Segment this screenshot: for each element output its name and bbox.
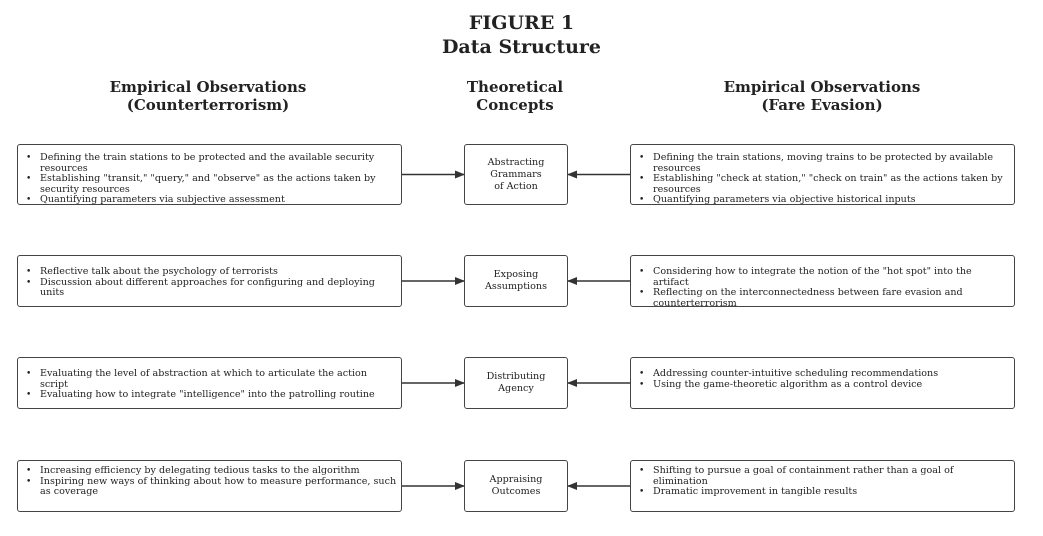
observation-bullet: Considering how to integrate the notion …: [631, 266, 1010, 288]
observation-bullet: Quantifying parameters via objective his…: [631, 195, 1010, 206]
observation-bullet: Evaluating how to integrate "intelligenc…: [18, 390, 397, 401]
observation-bullet: Inspiring new ways of thinking about how…: [18, 476, 397, 498]
observation-bullet: Establishing "transit," "query," and "ob…: [18, 173, 397, 195]
observation-bullet: Discussion about different approaches fo…: [18, 277, 397, 299]
concept-label: Appraising Outcomes: [489, 474, 543, 497]
counterterrorism-observation-box: Defining the train stations to be protec…: [17, 144, 402, 206]
counterterrorism-observation-box: Reflective talk about the psychology of …: [17, 255, 402, 307]
observation-bullet: Evaluating the level of abstraction at w…: [18, 368, 397, 390]
observation-bullet: Shifting to pursue a goal of containment…: [631, 465, 1010, 487]
figure-title: Data Structure: [441, 36, 602, 58]
concept-label: Exposing Assumptions: [485, 269, 547, 292]
column-header-counterterrorism: Empirical Observations (Counterterrorism…: [109, 78, 307, 114]
fare-evasion-observation-box: Shifting to pursue a goal of containment…: [630, 460, 1015, 512]
theoretical-concept-box: Abstracting Grammars of Action: [464, 144, 568, 205]
concept-label: Abstracting Grammars of Action: [487, 156, 545, 192]
observation-bullet: Establishing "check at station," "check …: [631, 173, 1010, 195]
fare-evasion-observation-box: Addressing counter-intuitive scheduling …: [630, 357, 1015, 409]
observation-bullet: Addressing counter-intuitive scheduling …: [631, 368, 1010, 380]
figure-label: FIGURE 1: [468, 12, 575, 34]
fare-evasion-observation-box: Considering how to integrate the notion …: [630, 255, 1015, 309]
fare-evasion-observation-box: Defining the train stations, moving trai…: [630, 144, 1015, 206]
observation-bullet: Reflecting on the interconnectedness bet…: [631, 287, 1010, 309]
theoretical-concept-box: Distributing Agency: [464, 357, 568, 409]
observation-bullet: Increasing efficiency by delegating tedi…: [18, 465, 397, 477]
observation-bullet: Dramatic improvement in tangible results: [631, 487, 1010, 498]
concept-label: Distributing Agency: [486, 371, 546, 394]
counterterrorism-observation-box: Evaluating the level of abstraction at w…: [17, 357, 402, 409]
theoretical-concept-box: Appraising Outcomes: [464, 460, 568, 512]
observation-bullet: Using the game-theoretic algorithm as a …: [631, 379, 1010, 391]
theoretical-concept-box: Exposing Assumptions: [464, 255, 568, 307]
counterterrorism-observation-box: Increasing efficiency by delegating tedi…: [17, 460, 402, 512]
observation-bullet: Defining the train stations, moving trai…: [631, 152, 1010, 174]
observation-bullet: Defining the train stations to be protec…: [18, 152, 397, 174]
column-header-fare-evasion: Empirical Observations (Fare Evasion): [723, 78, 921, 114]
column-header-theoretical-concepts: Theoretical Concepts: [466, 78, 564, 114]
observation-bullet: Reflective talk about the psychology of …: [18, 266, 397, 278]
observation-bullet: Quantifying parameters via subjective as…: [18, 195, 397, 206]
